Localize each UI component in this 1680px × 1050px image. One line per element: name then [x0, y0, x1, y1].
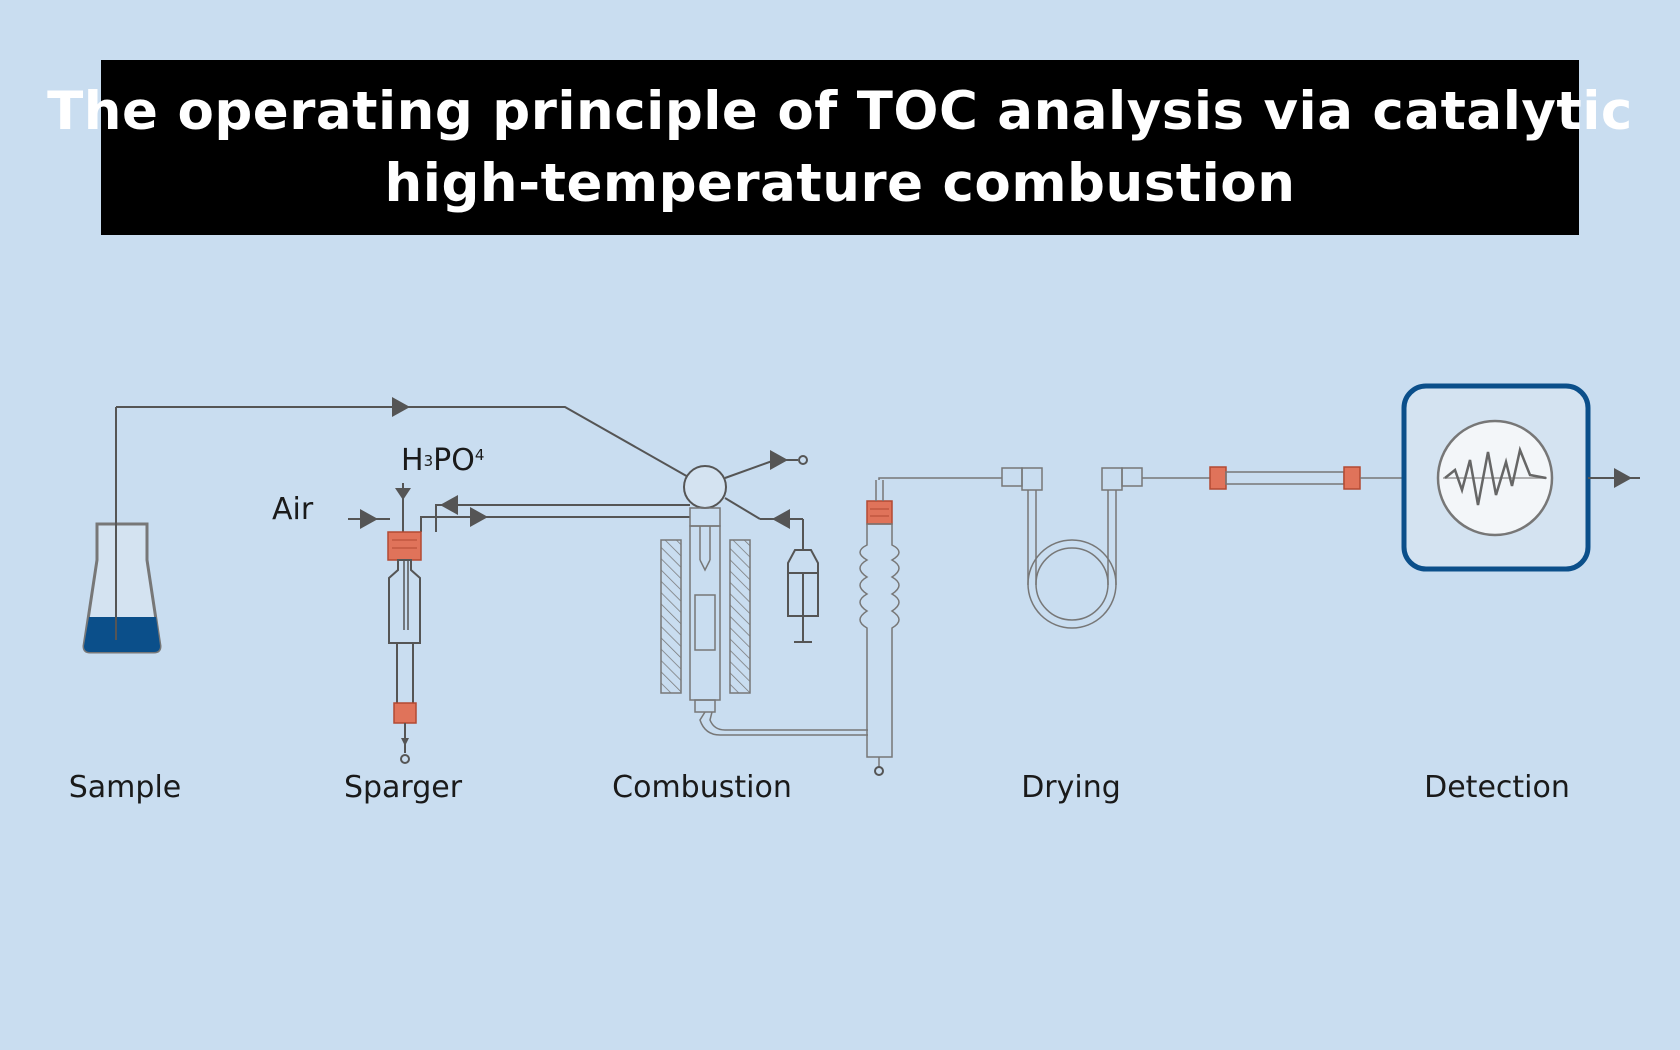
- drain-port-icon: [400, 754, 410, 764]
- gas-lines: [348, 483, 690, 532]
- condenser: [859, 480, 900, 776]
- sparger: [387, 531, 422, 764]
- stage-label-sparger: Sparger: [343, 770, 463, 805]
- stage-label-sample: Sample: [68, 770, 182, 805]
- drain-arrow-icon: [401, 738, 409, 746]
- vent-arrow-icon: [770, 450, 788, 470]
- stage-label-combustion: Combustion: [612, 770, 792, 805]
- acid-arrow-icon: [395, 488, 411, 500]
- combustion-unit: [660, 450, 868, 736]
- title-line-2: high-temperature combustion: [384, 152, 1296, 214]
- syringe-arrow-icon: [772, 509, 790, 529]
- sample-line: [116, 397, 691, 479]
- dryer-coil-icon: [1027, 539, 1117, 629]
- acid-label: H3PO4: [401, 443, 484, 478]
- furnace-left: [660, 539, 682, 694]
- injection-valve-icon: [683, 465, 727, 509]
- exhaust-arrow-icon: [1614, 468, 1632, 488]
- sample-flask: [82, 407, 162, 654]
- condensate-port-icon: [874, 766, 884, 776]
- vent-port-icon: [798, 455, 808, 465]
- stage-label-drying: Drying: [1021, 770, 1121, 805]
- air-arrow-icon: [360, 509, 378, 529]
- syringe-icon: [787, 549, 819, 617]
- drying-unit: [878, 466, 1404, 629]
- furnace-right: [729, 539, 751, 694]
- forward-arrow-icon: [470, 507, 488, 527]
- title-line-1: The operating principle of TOC analysis …: [47, 80, 1633, 142]
- return-arrow-icon: [440, 495, 458, 515]
- flow-arrow-icon: [392, 397, 410, 417]
- detector: [1401, 383, 1640, 572]
- title-banner: The operating principle of TOC analysis …: [47, 60, 1632, 235]
- air-label: Air: [272, 492, 314, 527]
- stage-label-detection: Detection: [1424, 770, 1570, 805]
